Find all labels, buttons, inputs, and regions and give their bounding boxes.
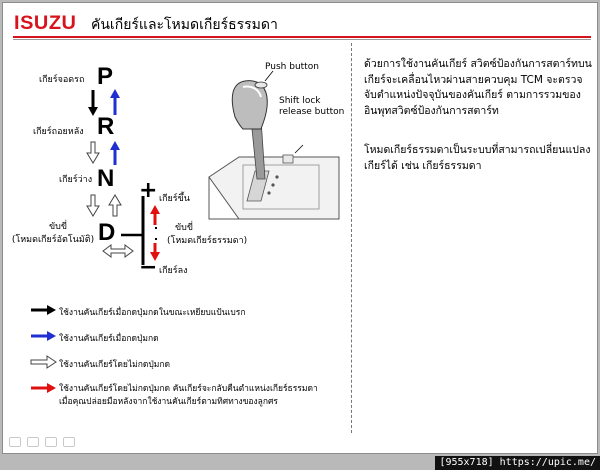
gear-r: R (97, 113, 115, 140)
label-push-button: Push button (265, 62, 319, 72)
black-arrow-p-to-r (88, 90, 98, 116)
legend-white-arrow (30, 355, 57, 369)
white-arrow-n-to-d (86, 194, 100, 217)
legend-blue-arrow (31, 331, 56, 341)
white-double-arrow (102, 244, 134, 258)
slide: ISUZU คันเกียร์และโหมดเกียร์ธรรมดา เกียร… (2, 2, 598, 454)
description-paragraph-2: โหมดเกียร์ธรรมดาเป็นระบบที่สามารถเปลี่ยน… (364, 144, 591, 172)
label-drive-auto: ขับขี่ (โหมดเกียร์อัตโนมัติ) (11, 222, 95, 245)
menu-icon[interactable] (45, 437, 57, 447)
label-drive-manual: ขับขี่ (โหมดเกียร์ธรรมดา) (167, 223, 248, 246)
label-reverse: เกียร์ถอยหลัง (33, 127, 84, 137)
pen-icon[interactable] (27, 437, 39, 447)
legend-arrows (30, 305, 57, 393)
image-size-caption: [955x718] https://upic.me/ (435, 456, 600, 470)
gate-dot (155, 227, 157, 229)
slideshow-toolbar (9, 437, 75, 447)
title-rule-thin (13, 39, 591, 40)
gear-lever-illustration (208, 70, 340, 220)
legend-red-arrow (31, 383, 56, 393)
title-rule (13, 36, 591, 38)
prev-slide-icon[interactable] (9, 437, 21, 447)
legend-item-white: ใช้งานคันเกียร์โดยไม่กดปุ่มกด (59, 360, 171, 370)
label-neutral: เกียร์ว่าง (59, 175, 93, 185)
isuzu-logo: ISUZU (14, 13, 77, 34)
gear-d: D (98, 219, 116, 246)
red-arrow-upshift (150, 205, 160, 225)
red-arrow-downshift (150, 243, 160, 261)
legend-item-red: ใช้งานคันเกียร์โดยไม่กดปุ่มกด คันเกียร์จ… (59, 384, 318, 407)
label-shift-lock: Shift lock release button (279, 96, 345, 117)
next-slide-icon[interactable] (63, 437, 75, 447)
gate-dot (155, 238, 157, 240)
blue-arrow-r-to-p (110, 89, 120, 115)
gear-arrows-diagram (86, 89, 160, 265)
gear-n: N (97, 165, 115, 192)
page-title: คันเกียร์และโหมดเกียร์ธรรมดา (91, 17, 278, 33)
legend-item-blue: ใช้งานคันเกียร์เมื่อกดปุ่มกด (59, 334, 159, 344)
label-downshift: เกียร์ลง (159, 266, 188, 276)
blue-arrow-n-to-r (110, 141, 120, 165)
legend-item-black: ใช้งานคันเกียร์เมื่อกดปุ่มกดในขณะเหยียบแ… (59, 308, 246, 318)
label-upshift: เกียร์ขึ้น (159, 194, 190, 204)
white-arrow-d-to-n (108, 194, 122, 217)
label-park: เกียร์จอดรถ (39, 75, 85, 85)
description-paragraph-1: ด้วยการใช้งานคันเกียร์ สวิตซ์ป้องกันการส… (364, 58, 592, 117)
white-arrow-r-to-n (86, 141, 100, 164)
column-divider (351, 43, 352, 433)
gear-p: P (97, 63, 114, 90)
legend-black-arrow (31, 305, 56, 315)
